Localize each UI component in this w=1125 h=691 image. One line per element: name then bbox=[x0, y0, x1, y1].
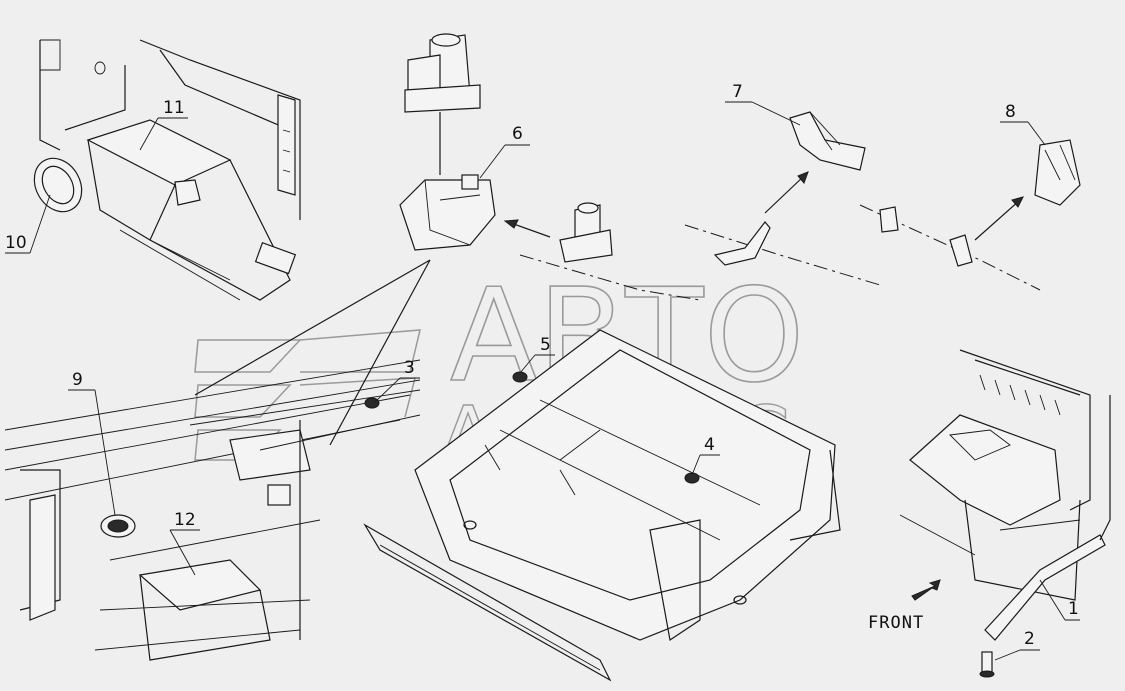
callout-4: 4 bbox=[704, 435, 715, 455]
part-7-bracket bbox=[713, 111, 866, 266]
callout-8: 8 bbox=[1005, 102, 1016, 122]
front-label: FRONT bbox=[868, 613, 924, 633]
callout-12: 12 bbox=[174, 510, 196, 530]
axis-line-2 bbox=[684, 224, 881, 286]
part-5-nut bbox=[512, 371, 528, 383]
part-9-grommet bbox=[100, 514, 136, 538]
part-2-bolt bbox=[979, 651, 995, 678]
axis-line-1 bbox=[519, 254, 701, 301]
front-arrow-icon bbox=[911, 579, 941, 601]
inset-top-left bbox=[33, 39, 301, 301]
part-10-grommet bbox=[33, 157, 83, 213]
floor-assembly bbox=[363, 329, 841, 682]
part-3-nut bbox=[364, 397, 380, 409]
callout-7: 7 bbox=[732, 82, 743, 102]
small-bracket bbox=[559, 202, 613, 263]
callout-2: 2 bbox=[1024, 629, 1035, 649]
callout-11: 11 bbox=[163, 98, 185, 118]
inset-lower-left bbox=[4, 259, 431, 661]
callout-9: 9 bbox=[72, 370, 83, 390]
callout-1: 1 bbox=[1068, 599, 1079, 619]
callout-5: 5 bbox=[540, 335, 551, 355]
callout-6: 6 bbox=[512, 124, 523, 144]
leader-lines bbox=[5, 101, 1080, 661]
inset-right bbox=[899, 349, 1111, 678]
part-8-clip bbox=[879, 139, 1081, 267]
part-4-nut bbox=[684, 472, 700, 484]
part-6-jack-holder bbox=[399, 33, 496, 251]
callout-3: 3 bbox=[404, 358, 415, 378]
callout-10: 10 bbox=[5, 233, 27, 253]
callouts: 1 2 3 4 5 6 7 8 9 10 11 12 bbox=[5, 82, 1079, 649]
part-1-strap bbox=[984, 534, 1106, 641]
